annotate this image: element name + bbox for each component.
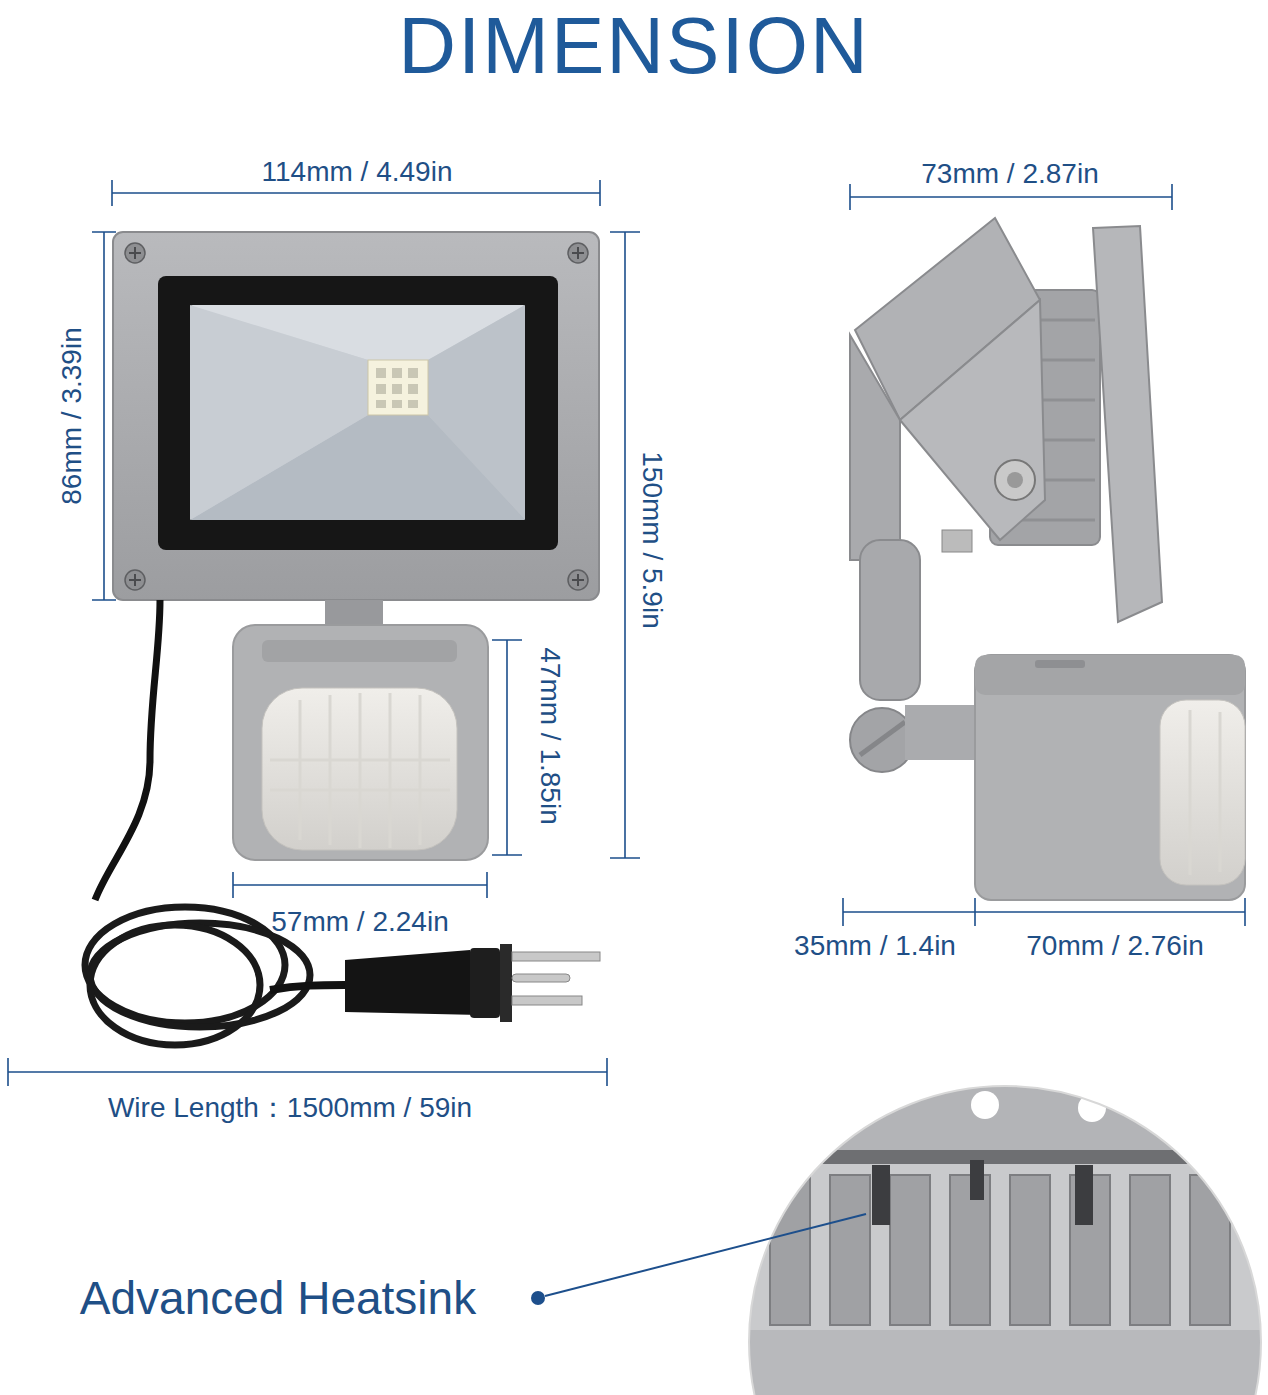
drawing-part — [113, 232, 599, 600]
drawing-part — [92, 232, 116, 600]
drawing-part — [262, 688, 457, 850]
drawing-part — [392, 384, 402, 394]
drawing-part — [1190, 1175, 1230, 1325]
drawing-part — [740, 1150, 1268, 1164]
drawing-part — [1130, 1175, 1170, 1325]
dimension-label: 70mm / 2.76in — [1026, 931, 1203, 962]
drawing-part — [190, 305, 525, 520]
drawing-part — [300, 693, 420, 848]
drawing-part — [512, 952, 600, 961]
dimension-label: Wire Length：1500mm / 59in — [108, 1093, 472, 1124]
drawing-part — [408, 384, 418, 394]
drawing-part — [975, 655, 1245, 695]
drawing-part — [233, 625, 488, 860]
drawing-part — [860, 722, 905, 755]
inset-border — [749, 1086, 1261, 1395]
drawing-part — [850, 335, 900, 560]
drawing-part — [905, 705, 980, 760]
drawing-part — [125, 243, 588, 590]
drawing-part — [872, 1160, 1093, 1225]
drawing-part — [1160, 700, 1245, 885]
drawing-part — [376, 400, 386, 408]
drawing-part — [512, 952, 600, 1005]
drawing-part — [942, 530, 972, 552]
drawing-part — [376, 368, 418, 408]
drawing-part — [90, 925, 260, 1045]
drawing-part — [890, 1175, 930, 1325]
dimension-label: 57mm / 2.24in — [271, 907, 448, 938]
dimension-label: 35mm / 1.4in — [794, 931, 956, 962]
drawing-part — [872, 1165, 890, 1225]
drawing-part — [830, 1175, 870, 1325]
drawing-part — [1190, 710, 1220, 875]
drawing-part — [770, 1175, 810, 1325]
drawing-part — [492, 640, 522, 855]
drawing-part — [470, 948, 500, 1018]
drawing-part — [368, 360, 428, 415]
drawing-part — [8, 1058, 607, 1086]
drawing-part — [392, 368, 402, 378]
drawing-part — [190, 305, 368, 520]
feature-label: Advanced Heatsink — [80, 1273, 476, 1324]
leader-dot — [531, 1291, 545, 1305]
drawing-part — [1035, 660, 1085, 668]
drawing-part — [900, 300, 1045, 540]
drawing-part — [1007, 472, 1023, 488]
drawing-part — [970, 1160, 984, 1200]
drawing-part — [262, 640, 457, 662]
drawing-part — [740, 1080, 1268, 1395]
drawing-part — [500, 944, 512, 1022]
drawing-part — [233, 872, 487, 898]
drawing-part — [408, 368, 418, 378]
drawing-part — [995, 460, 1035, 500]
dimension-label: 150mm / 5.9in — [637, 451, 668, 628]
drawing-part — [850, 708, 914, 772]
drawing-part — [270, 693, 450, 848]
drawing-part — [975, 655, 1245, 900]
drawing-part — [345, 950, 480, 1015]
drawing-part — [512, 974, 570, 982]
drawing-part — [1075, 1165, 1093, 1225]
dimension-label: 47mm / 1.85in — [535, 647, 566, 824]
dimension-lines — [8, 180, 1245, 1086]
drawing-part — [1190, 710, 1220, 875]
drawing-part — [392, 400, 402, 408]
drawing-part — [270, 760, 450, 790]
drawing-part — [129, 247, 584, 586]
drawing-part — [1093, 226, 1162, 622]
dimension-label: 86mm / 3.39in — [57, 327, 88, 504]
front-view — [85, 232, 600, 1045]
drawing-part — [770, 1175, 1230, 1325]
dimension-label: 114mm / 4.49in — [262, 157, 453, 188]
drawing-part — [95, 600, 160, 900]
leader-line — [545, 1214, 866, 1296]
drawing-part — [971, 1091, 999, 1119]
drawing-part — [376, 384, 386, 394]
drawing-part — [376, 368, 386, 378]
diagram-title: DIMENSION — [398, 2, 869, 90]
drawing-part — [740, 1080, 1268, 1150]
drawing-part — [610, 232, 640, 858]
drawing-part — [843, 898, 1245, 926]
drawing-part — [158, 276, 558, 550]
drawing-part — [512, 996, 582, 1005]
heatsink-inset — [740, 1080, 1268, 1395]
side-view — [850, 218, 1245, 900]
drawing-part — [860, 540, 920, 700]
drawing-part — [428, 305, 525, 520]
drawing-part — [740, 1330, 1268, 1395]
drawing-part — [270, 985, 345, 990]
drawing-part — [129, 247, 584, 586]
drawing-part — [408, 400, 418, 408]
drawing-part — [1010, 1175, 1050, 1325]
dimension-label: 73mm / 2.87in — [921, 159, 1098, 190]
